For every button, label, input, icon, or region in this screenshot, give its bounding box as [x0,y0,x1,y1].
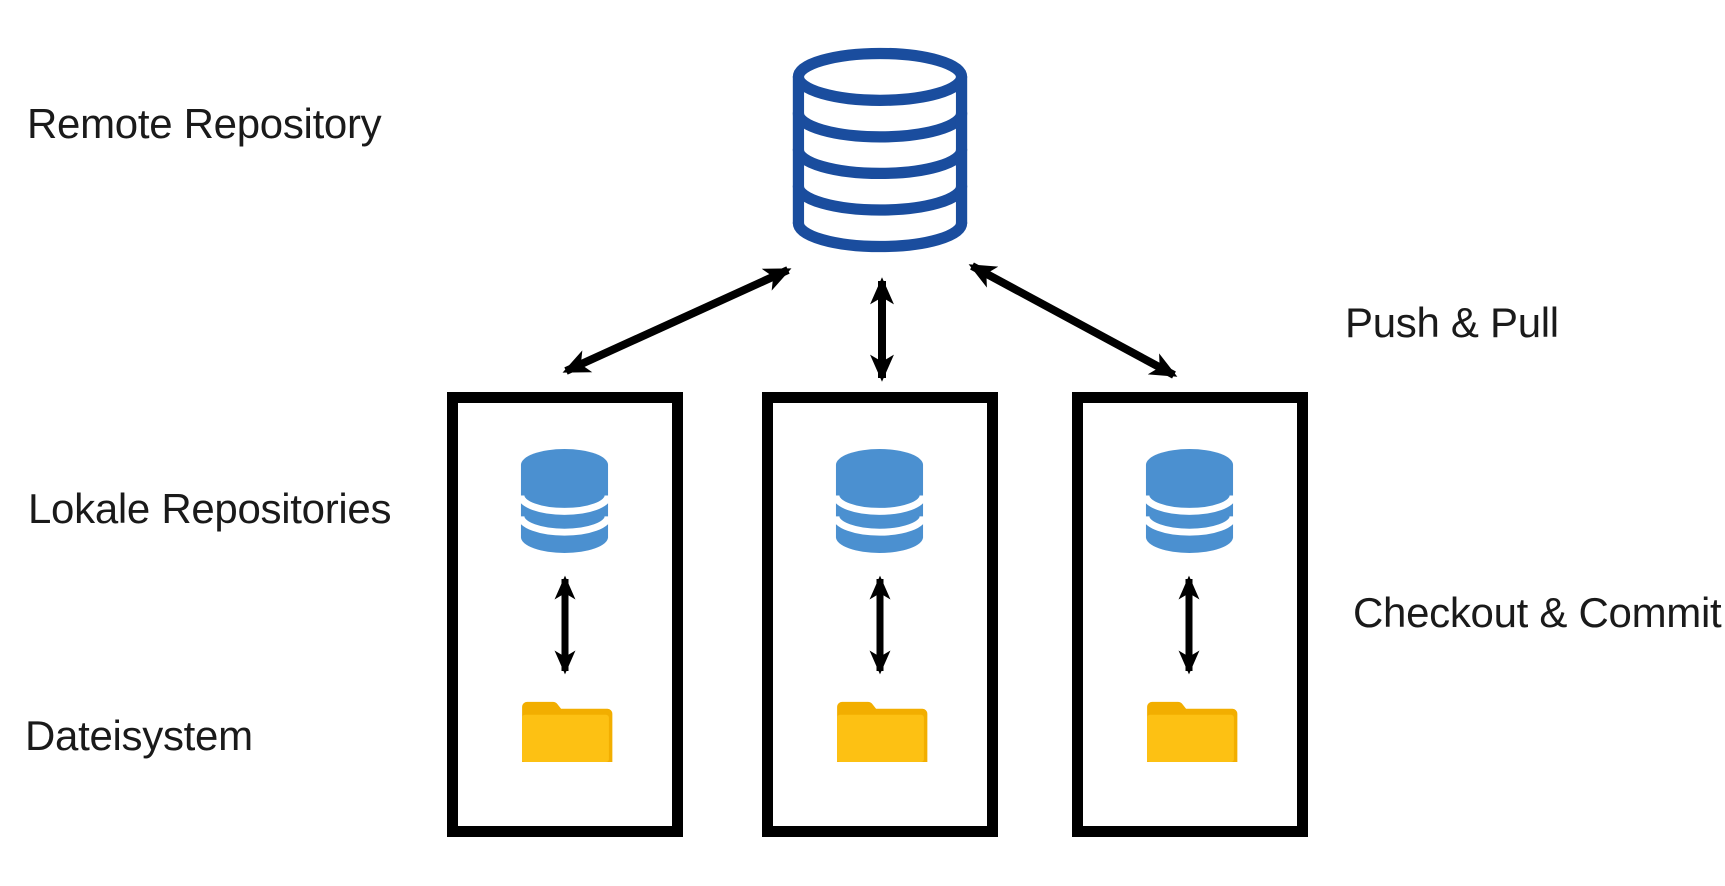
push-pull-arrow-right [968,262,1178,379]
folder-icon [522,701,613,763]
database-icon [832,449,927,553]
push-pull-label: Push & Pull [1345,299,1559,346]
folder-icon [1147,701,1238,763]
database-icon [1142,449,1237,553]
remote-database-icon [792,47,968,253]
remote-repository-label: Remote Repository [27,100,382,147]
push-pull-arrow-left [562,266,792,375]
local-repository-box-2 [762,392,998,837]
local-repository-box-3 [1072,392,1308,837]
folder-icon [837,701,928,763]
local-repositories-label: Lokale Repositories [28,485,392,532]
checkout-commit-label: Checkout & Commit [1353,589,1722,636]
database-icon [517,449,612,553]
filesystem-label: Dateisystem [25,712,253,759]
local-repository-box-1 [447,392,683,837]
